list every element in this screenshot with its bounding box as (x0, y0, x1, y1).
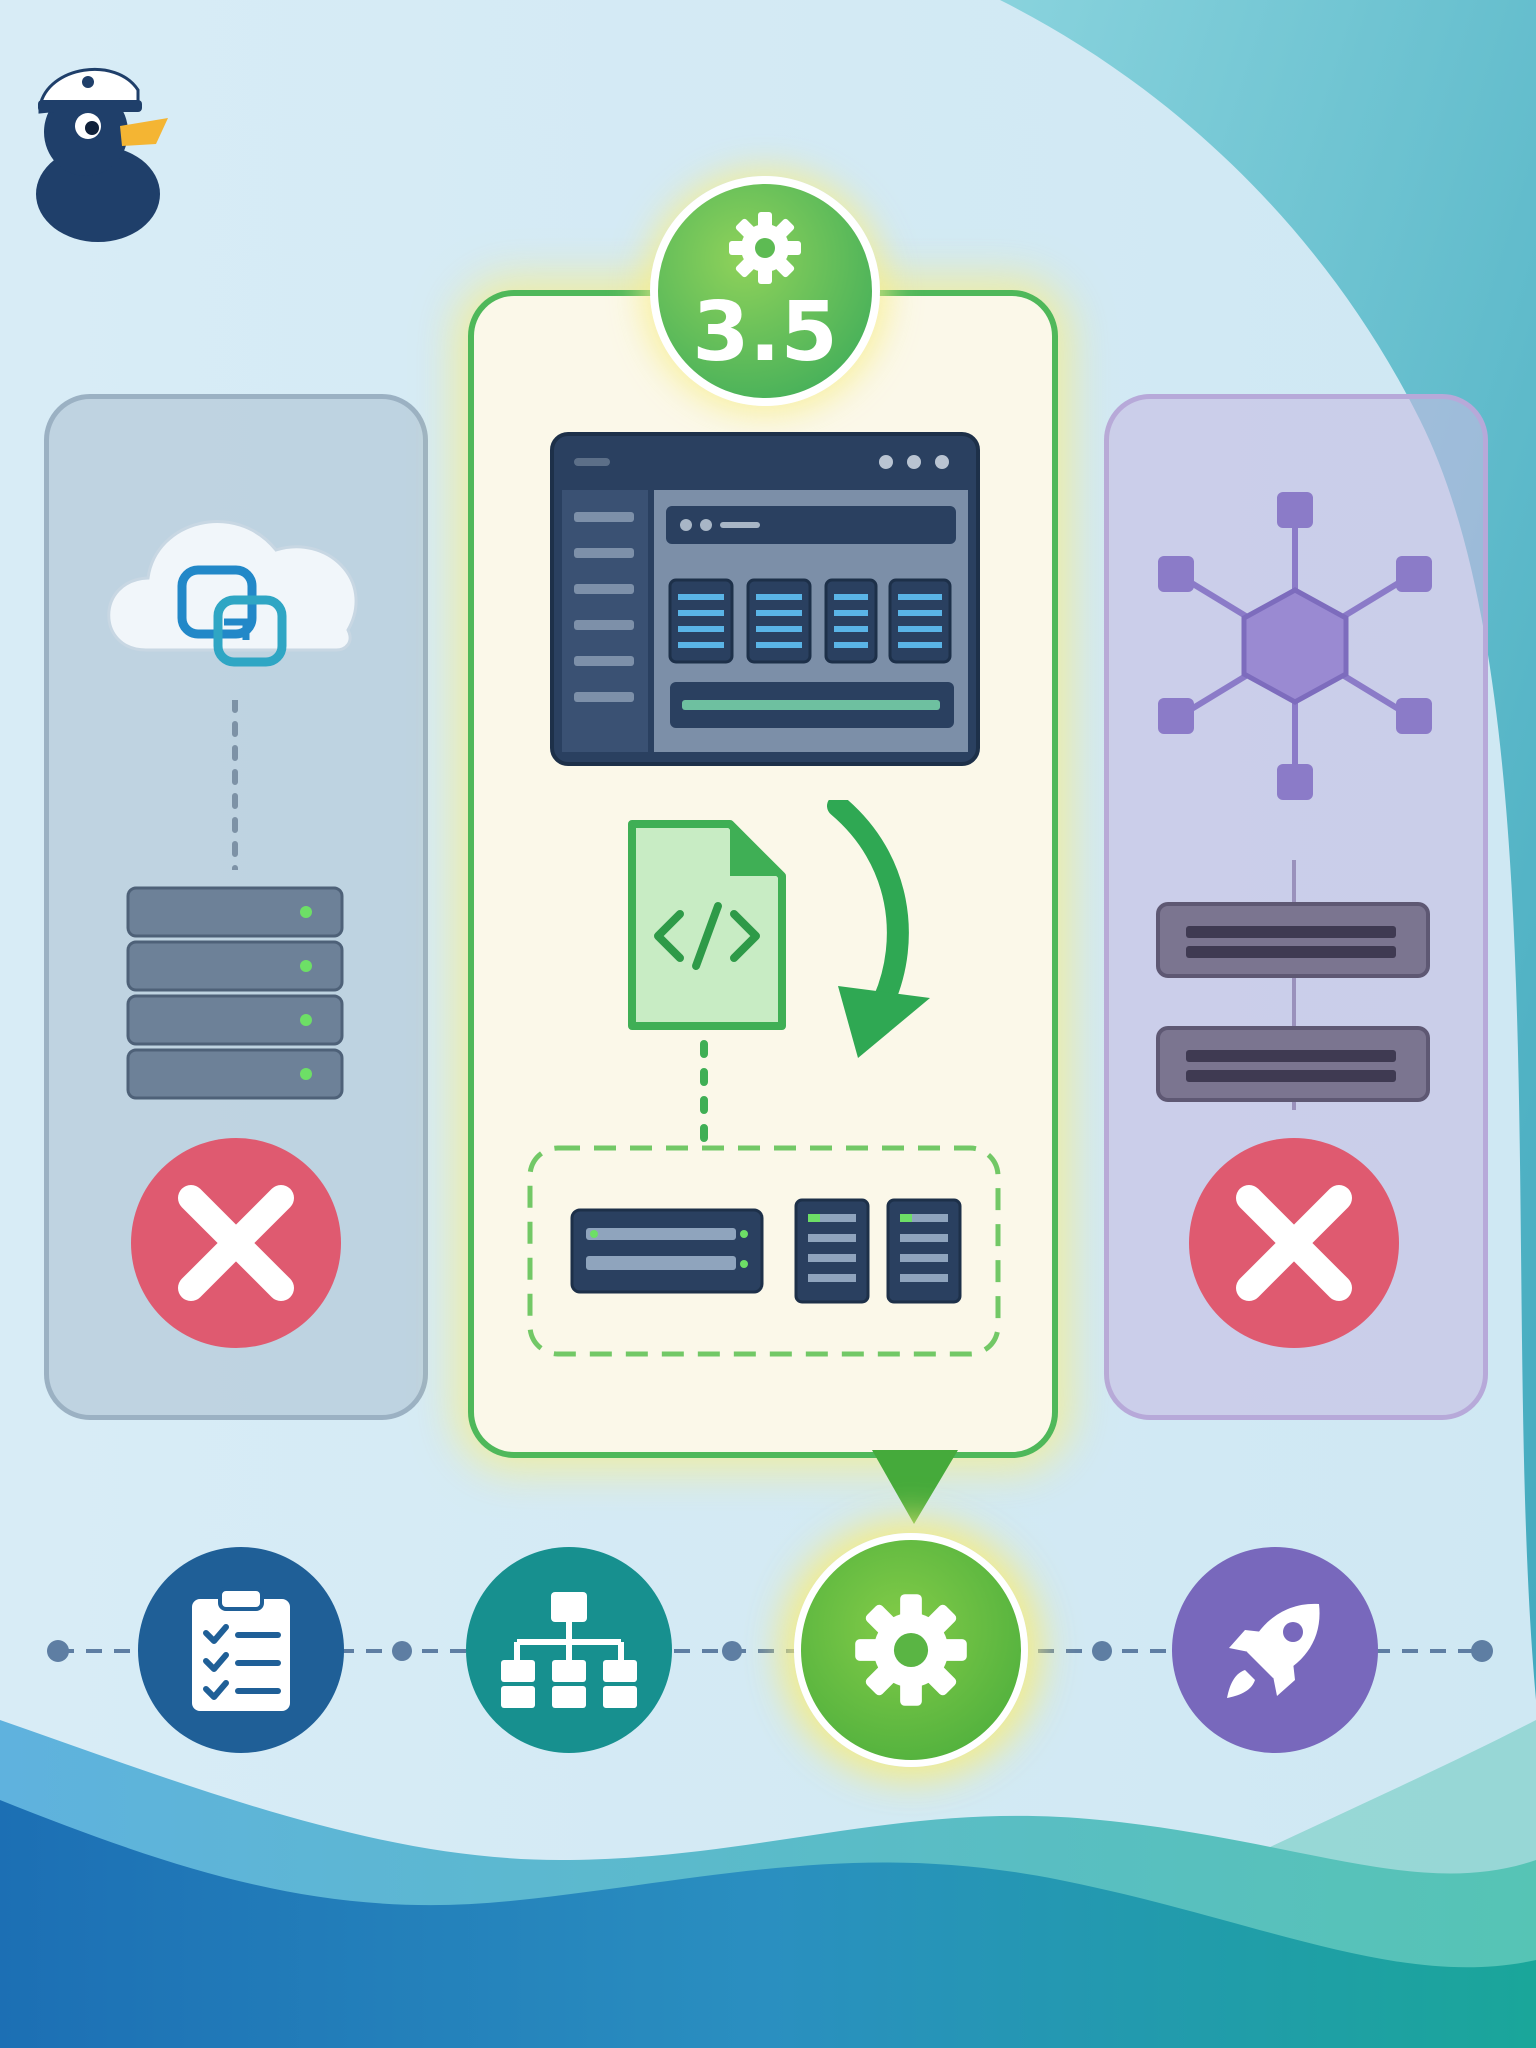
code-file-icon (628, 820, 786, 1030)
gear-icon (855, 1594, 967, 1706)
stage-plan[interactable] (138, 1547, 344, 1753)
cloud-icon (107, 520, 358, 667)
gear-icon (729, 212, 801, 284)
x-icon (1189, 1138, 1399, 1348)
server-rack-icon (126, 886, 344, 1100)
version-badge: 3.5 (650, 176, 880, 406)
clipboard-checklist-icon (192, 1587, 290, 1711)
stage-launch[interactable] (1172, 1547, 1378, 1753)
hierarchy-icon (501, 1592, 637, 1708)
connector-dots (232, 700, 238, 870)
network-hub-icon (1158, 492, 1432, 800)
callout-pointer (872, 1450, 958, 1524)
version-label: 3.5 (692, 285, 838, 380)
duck-captain-logo (36, 67, 168, 242)
stage-build[interactable] (794, 1533, 1028, 1767)
rocket-icon (1227, 1603, 1320, 1698)
hardware-group-icon (527, 1145, 1001, 1357)
x-icon (131, 1138, 341, 1348)
network-switch-icon (1156, 860, 1430, 1110)
dashboard-window-icon (550, 432, 980, 766)
curved-arrow-icon (827, 800, 930, 1058)
connector-dots (700, 1040, 708, 1150)
stage-design[interactable] (466, 1547, 672, 1753)
